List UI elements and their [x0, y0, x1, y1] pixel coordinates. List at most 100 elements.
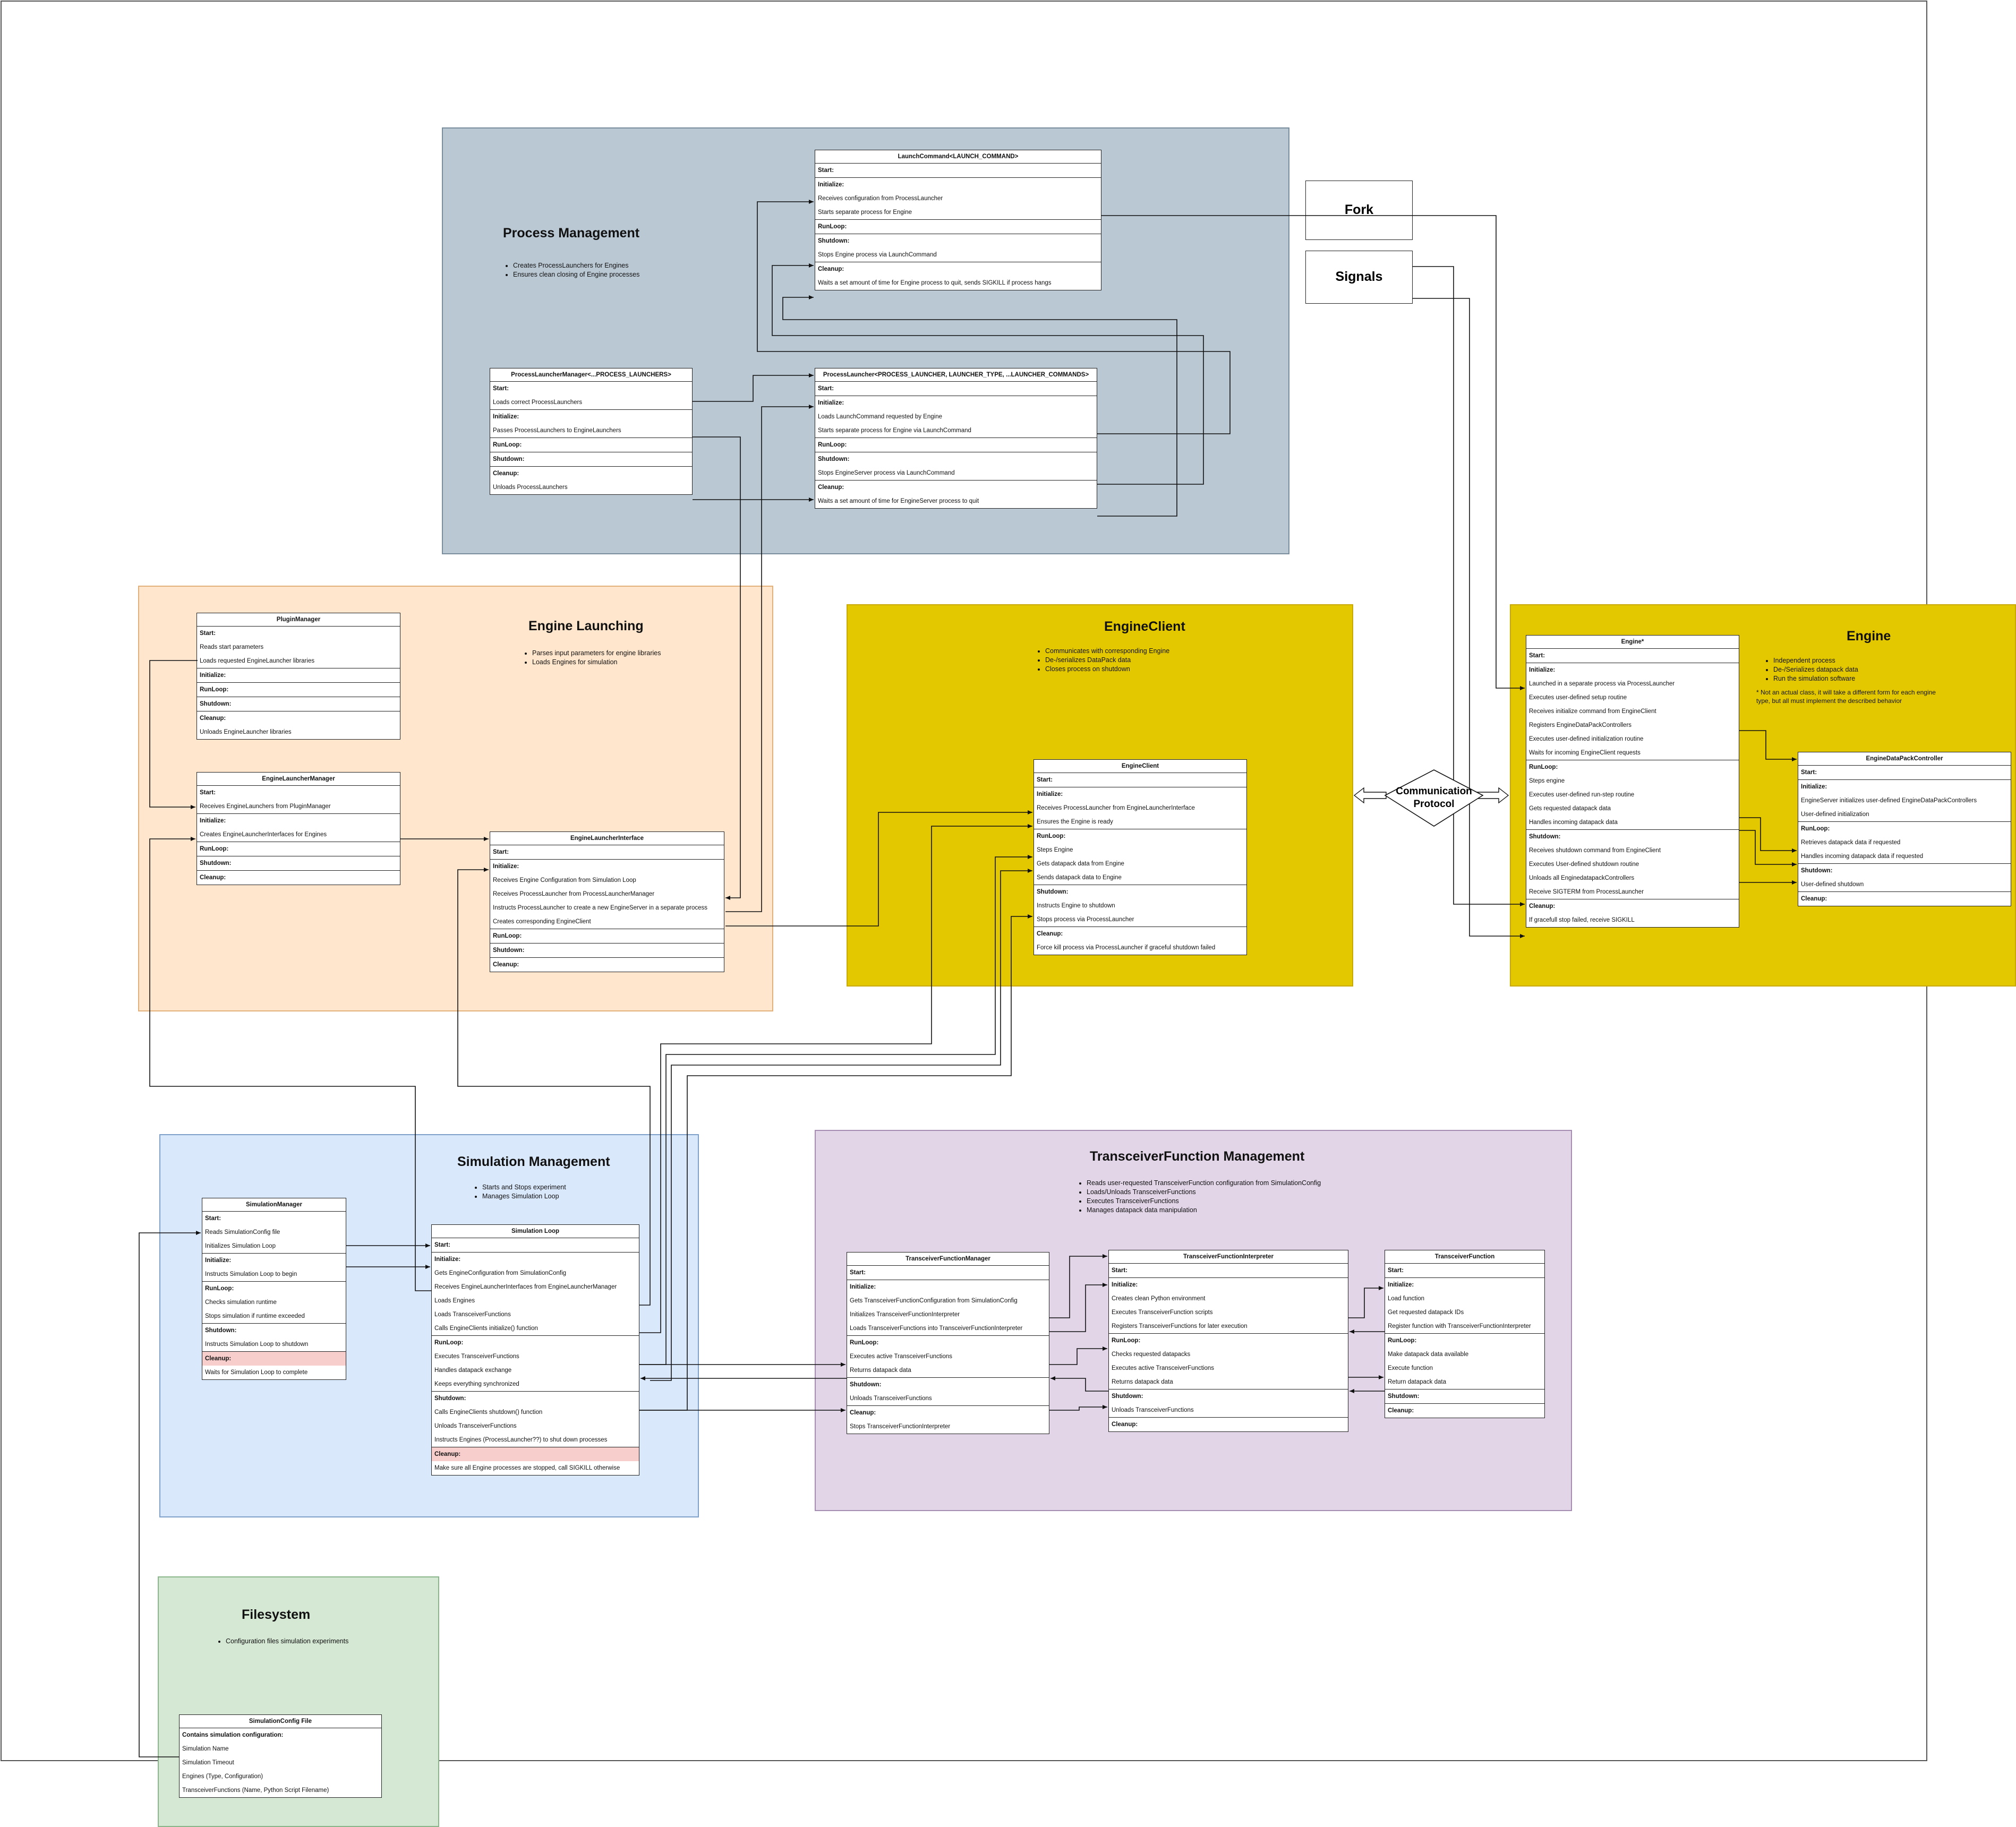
section-header: RunLoop: — [205, 1285, 234, 1292]
class-title: TransceiverFunctionManager — [847, 1253, 1049, 1266]
class-title: EngineClient — [1034, 760, 1246, 773]
section-header: Shutdown: — [205, 1327, 237, 1334]
class-title: EngineDataPackController — [1798, 752, 2011, 766]
section-header: Initialize: — [818, 182, 844, 188]
section-header: RunLoop: — [818, 442, 847, 448]
class-section: Initialize:Passes ProcessLaunchers to En… — [490, 410, 692, 438]
class-title: EngineLauncherManager — [197, 773, 400, 786]
section-header: RunLoop: — [1388, 1337, 1417, 1344]
section-row: Checks requested datapacks — [1112, 1351, 1191, 1358]
bullet: Executes TransceiverFunctions — [1087, 1197, 1321, 1206]
class-section: Shutdown:Calls EngineClients shutdown() … — [432, 1392, 639, 1447]
class-section: Cleanup:Force kill process via ProcessLa… — [1034, 927, 1246, 955]
bullet: Manages datapack data manipulation — [1087, 1206, 1321, 1215]
bullet: Starts and Stops experiment — [482, 1183, 566, 1192]
class-section: Cleanup: Stops TransceiverFunctionInterpr… — [847, 1406, 1049, 1434]
section-header: Shutdown: — [200, 701, 232, 707]
class-process-launcher: ProcessLauncher<PROCESS_LAUNCHER, LAUNCH… — [815, 368, 1097, 509]
section-header: Cleanup: — [493, 962, 519, 968]
class-section: Initialize:Receives configuration from P… — [815, 178, 1101, 220]
bullet: Reads user-requested TransceiverFunction… — [1087, 1179, 1321, 1188]
communication-protocol: Communication Protocol — [1353, 769, 1509, 827]
section-row: Retrieves datapack data if requested — [1801, 839, 1901, 846]
class-section: Shutdown: — [197, 697, 400, 711]
class-section: Initialize:Gets EngineConfiguration from… — [432, 1253, 639, 1336]
class-section: Start:Receives EngineLaunchers from Plug… — [197, 786, 400, 814]
section-header: Cleanup: — [434, 1451, 461, 1457]
bullet: Parses input parameters for engine libra… — [532, 649, 661, 658]
class-section: Start: — [847, 1266, 1049, 1280]
section-header: RunLoop: — [493, 933, 522, 939]
section-header: RunLoop: — [1112, 1337, 1141, 1344]
protocol-label-2: Protocol — [1413, 799, 1454, 810]
section-row: Return datapack data — [1388, 1379, 1446, 1385]
section-row: Registers TransceiverFunctions for later… — [1112, 1323, 1248, 1329]
section-row: Make sure all Engine processes are stopp… — [432, 1461, 639, 1475]
section-row: Receives EngineLauncherInterfaces from E… — [434, 1284, 617, 1290]
bullet: Configuration files simulation experimen… — [226, 1637, 348, 1646]
section-header: Shutdown: — [1529, 834, 1561, 840]
connector — [457, 868, 651, 1306]
class-section: Initialize:EngineServer initializes user… — [1798, 780, 2011, 822]
region-bullets: Configuration files simulation experimen… — [215, 1637, 348, 1646]
section-row: Initializes Simulation Loop — [205, 1243, 276, 1249]
connector — [757, 200, 1231, 434]
connector — [782, 295, 1177, 517]
class-section: Cleanup:Waits a set amount of time for E… — [815, 262, 1101, 290]
section-row: Creates EngineLauncherInterfaces for Eng… — [200, 831, 327, 838]
bullet: Creates ProcessLaunchers for Engines — [513, 261, 639, 270]
class-section: Start: — [815, 382, 1097, 396]
section-row: Waits a set amount of time for EngineSer… — [818, 498, 979, 504]
section-row: Engines (Type, Configuration) — [182, 1773, 263, 1780]
class-title: TransceiverFunction — [1385, 1250, 1544, 1264]
section-row: Receives shutdown command from EngineCli… — [1529, 847, 1661, 854]
section-header: Cleanup: — [850, 1410, 876, 1416]
section-row: Execute function — [1388, 1365, 1433, 1371]
section-row: Receives ProcessLauncher from EngineLaun… — [1037, 805, 1195, 811]
class-process-launcher-manager: ProcessLauncherManager<...PROCESS_LAUNCH… — [490, 368, 693, 495]
section-header: Start: — [1388, 1267, 1404, 1274]
section-header: Initialize: — [1388, 1282, 1414, 1288]
class-section: Shutdown: — [490, 943, 724, 958]
class-section: Shutdown: — [1385, 1389, 1544, 1404]
region-bullets: Reads user-requested TransceiverFunction… — [1076, 1179, 1321, 1215]
section-row: Receive SIGTERM from ProcessLauncher — [1529, 889, 1644, 895]
section-row: Make datapack data available — [1388, 1351, 1469, 1358]
class-section: Cleanup: — [1798, 892, 2011, 906]
section-row: Handles incoming datapack data if reques… — [1801, 853, 1924, 860]
section-row: Executes user-defined setup routine — [1529, 694, 1627, 701]
section-header: Shutdown: — [818, 238, 850, 244]
section-row: Loads Engines — [434, 1298, 475, 1304]
protocol-label-1: Communication — [1396, 786, 1472, 797]
section-row: Gets requested datapack data — [1529, 805, 1611, 812]
class-section: RunLoop: — [815, 220, 1101, 234]
section-row: Stops Engine process via LaunchCommand — [818, 252, 937, 258]
section-row: Simulation Timeout — [182, 1760, 234, 1766]
class-section: RunLoop: — [197, 842, 400, 856]
engine-note: * Not an actual class, it will take a di… — [1756, 689, 1936, 705]
class-section: Initialize:Creates EngineLauncherInterfa… — [197, 814, 400, 842]
class-section: Cleanup:If gracefull stop failed, receiv… — [1526, 899, 1739, 927]
section-header: Shutdown: — [818, 456, 850, 462]
signals-label: Signals — [1335, 269, 1383, 284]
signals-box: Signals — [1305, 251, 1413, 304]
class-section: Initialize: — [197, 668, 400, 683]
section-row: Calls EngineClients initialize() functio… — [434, 1325, 538, 1332]
class-section: Cleanup: — [490, 958, 724, 972]
region-bullets: Parses input parameters for engine libra… — [522, 649, 661, 667]
section-row: Unloads TransceiverFunctions — [1112, 1407, 1194, 1413]
class-engine: Engine*Start:Initialize:Launched in a se… — [1526, 635, 1739, 928]
section-header: Cleanup: — [1037, 931, 1063, 937]
section-row: Handles datapack exchange — [434, 1367, 512, 1374]
section-row: Initializes TransceiverFunctionInterpret… — [850, 1311, 960, 1318]
class-section: Start: — [1526, 649, 1739, 663]
section-row: Stops TransceiverFunctionInterpreter — [850, 1423, 951, 1430]
connector — [149, 660, 198, 809]
protocol-diamond — [1384, 769, 1484, 827]
